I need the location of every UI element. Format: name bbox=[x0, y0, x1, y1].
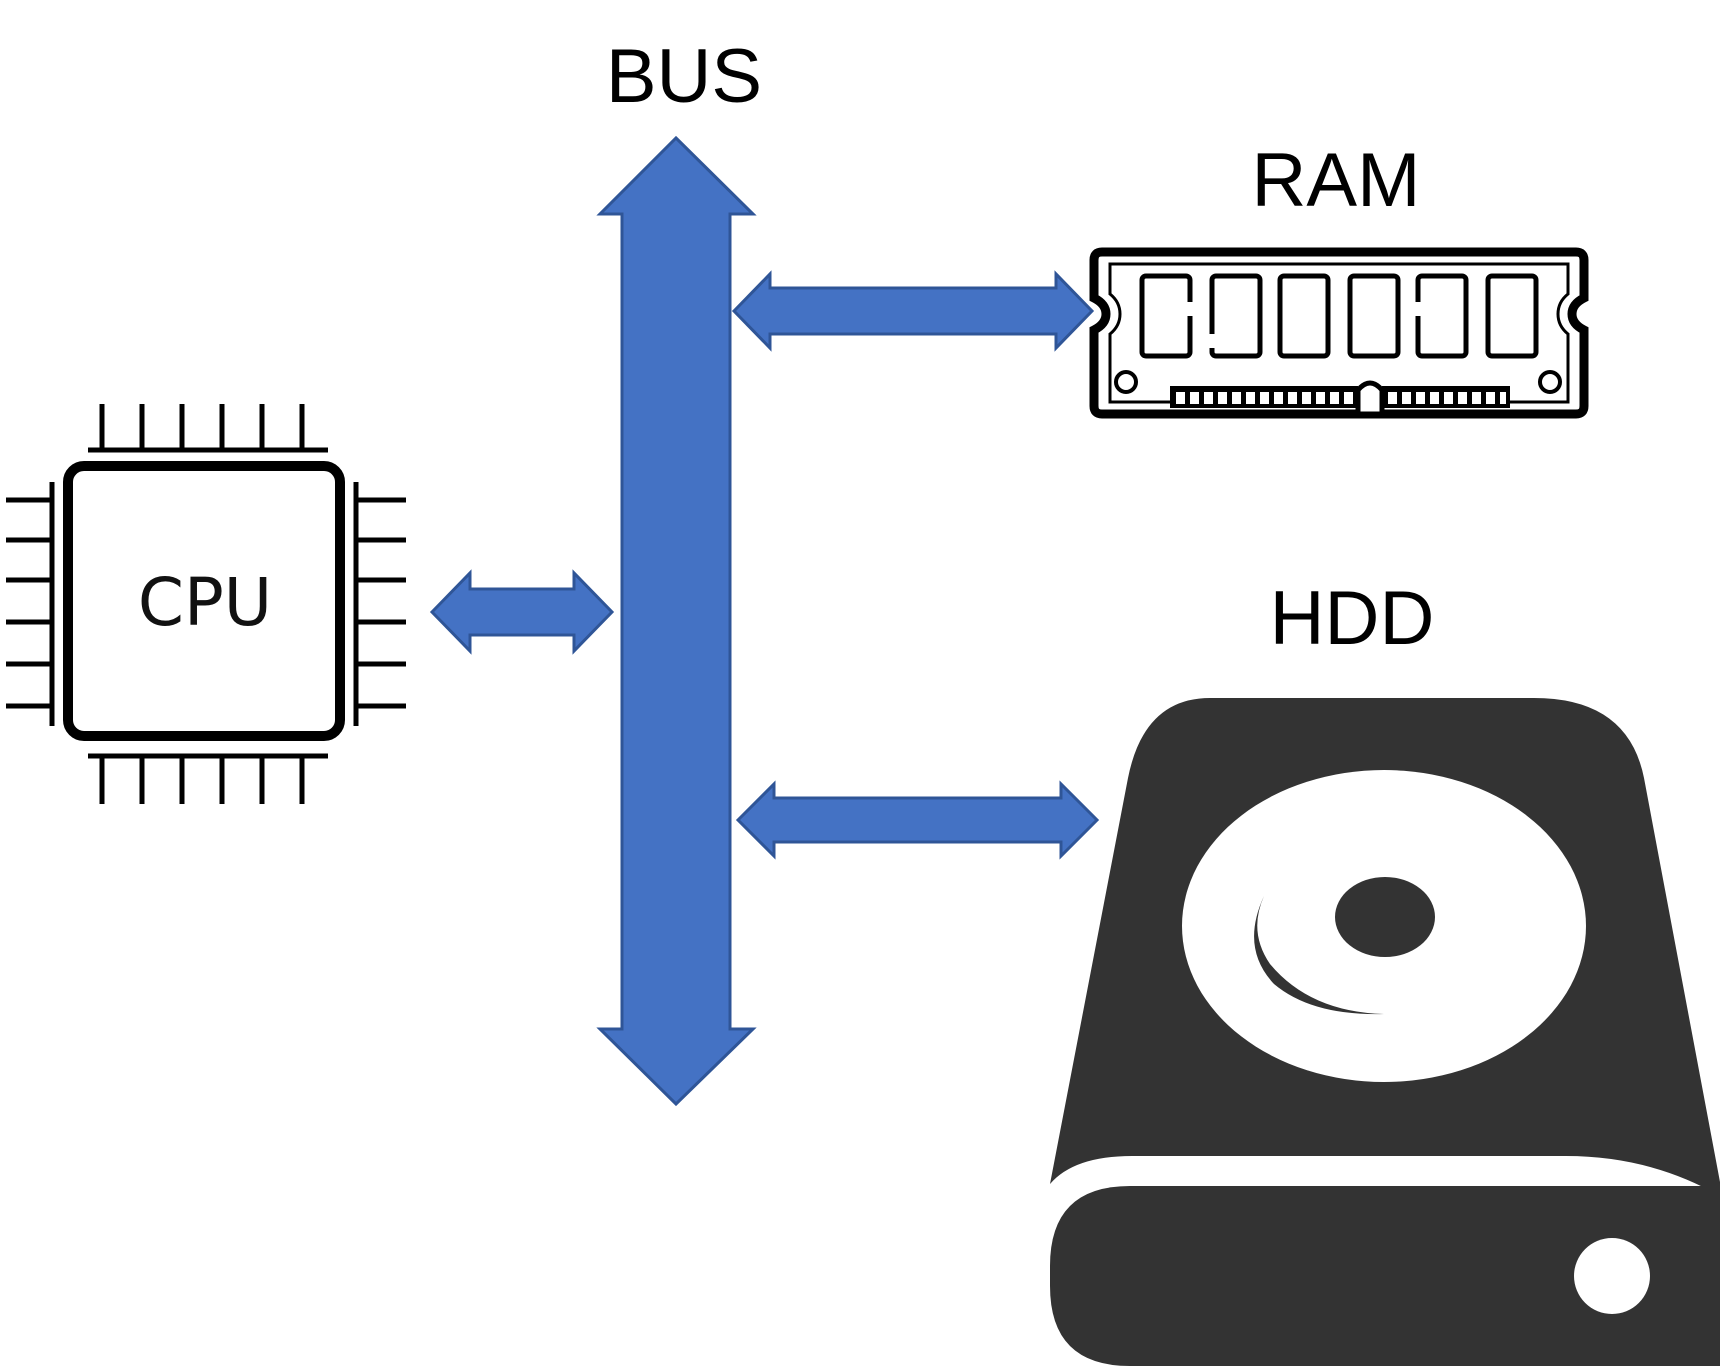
cpu-label: CPU bbox=[138, 564, 272, 641]
ram-module-icon bbox=[1089, 247, 1589, 419]
cpu-bus-arrow bbox=[429, 569, 615, 655]
hdd-label: HDD bbox=[1270, 576, 1435, 661]
bus-label: BUS bbox=[606, 34, 762, 119]
bus-ram-arrow bbox=[731, 270, 1095, 352]
ram-label: RAM bbox=[1252, 138, 1421, 223]
hard-drive-icon bbox=[1050, 698, 1720, 1366]
cpu-chip-icon bbox=[6, 404, 406, 804]
bus-arrow bbox=[596, 135, 757, 1107]
bus-hdd-arrow bbox=[735, 780, 1100, 860]
